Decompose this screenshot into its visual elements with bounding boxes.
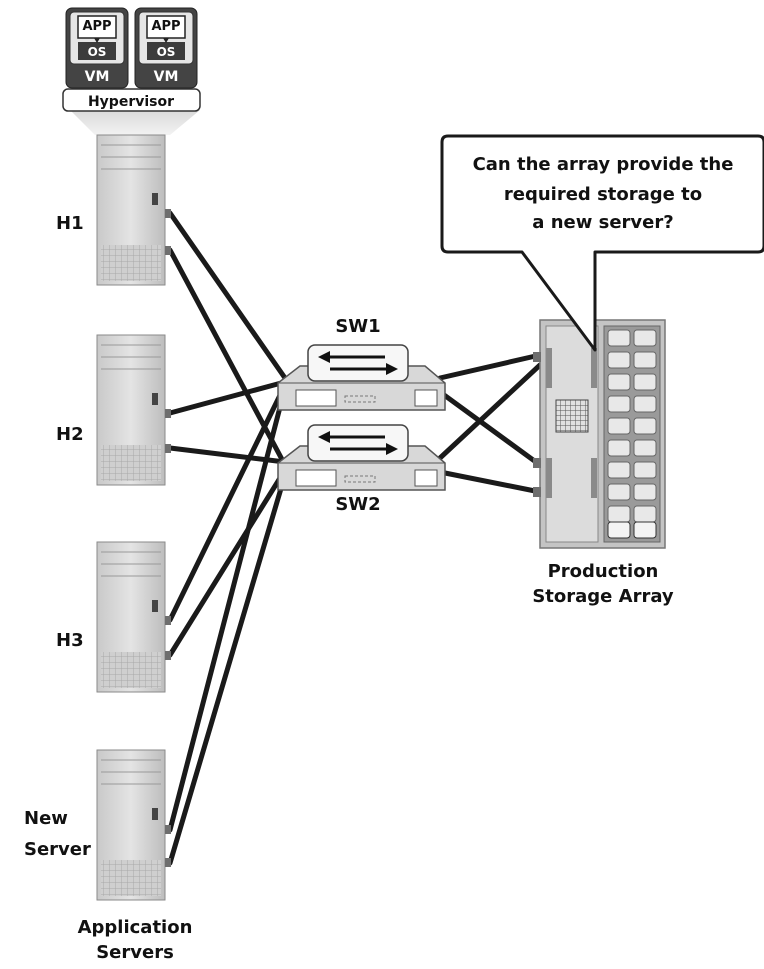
cable-sw1-array-b — [437, 389, 543, 468]
vm2-os-label: OS — [157, 45, 176, 59]
hypervisor-box — [62, 88, 201, 112]
cable-h2-sw1 — [167, 379, 288, 416]
switch-sw2 — [277, 424, 446, 491]
storage-array-label-line2: Storage Array — [532, 586, 674, 607]
cable-new-sw1 — [167, 385, 288, 833]
application-servers-label-line1: Application — [77, 917, 193, 938]
vm1-vm-label: VM — [85, 69, 110, 85]
callout-text-line1: Can the array provide the — [472, 154, 734, 175]
new-server-label-line1: New — [24, 808, 68, 829]
cable-sw2-array-a — [437, 362, 543, 461]
hypervisor-label: Hypervisor — [88, 94, 174, 110]
server-tower-h2 — [96, 334, 171, 486]
hypervisor-beam — [70, 110, 200, 135]
storage-array-label-line1: Production — [547, 561, 659, 582]
callout-text-line2: required storage to — [503, 184, 703, 205]
vm2-app-label: APP — [151, 19, 180, 34]
callout-text-line3: a new server? — [532, 212, 674, 233]
cable-new-sw2 — [167, 472, 288, 866]
new-server-label-line2: Server — [24, 839, 91, 860]
cable-h3-sw1 — [167, 382, 288, 623]
vm1-os-label: OS — [88, 45, 107, 59]
server-tower-h1 — [96, 134, 171, 286]
vm2-vm-label: VM — [154, 69, 179, 85]
application-servers-label-line2: Servers — [96, 942, 174, 963]
switch-label-sw1: SW1 — [335, 316, 381, 337]
host-label-h1: H1 — [56, 213, 84, 234]
cable-h1-sw1 — [167, 210, 288, 381]
production-storage-array — [533, 319, 666, 549]
server-tower-new — [96, 749, 171, 901]
switch-sw1 — [277, 344, 446, 411]
vm-stack-1 — [65, 7, 129, 89]
switch-label-sw2: SW2 — [335, 494, 381, 515]
cable-h3-sw2 — [167, 467, 288, 658]
host-label-h3: H3 — [56, 630, 84, 651]
host-label-h2: H2 — [56, 424, 84, 445]
fc-cables — [167, 210, 543, 866]
vm-stack-2 — [134, 7, 198, 89]
server-tower-h3 — [96, 541, 171, 693]
vm1-app-label: APP — [82, 19, 111, 34]
cable-sw2-array-b — [437, 469, 543, 495]
cable-sw1-array-a — [437, 352, 543, 381]
